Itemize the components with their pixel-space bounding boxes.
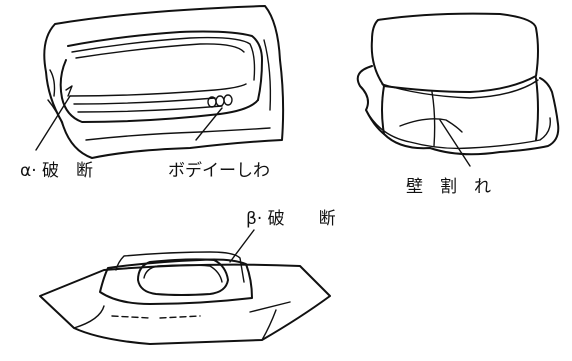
wall-crack-leader: [439, 119, 471, 167]
shallow-cup-sketch: [39, 251, 331, 345]
square-cup-sketch: [356, 12, 560, 156]
alpha-fracture-leader: [35, 95, 71, 151]
deep-drawn-cup-sketch: [43, 5, 285, 159]
alpha-fracture-label: α· 破 断: [20, 161, 93, 181]
wall-crack-label: 壁 割 れ: [406, 177, 491, 197]
beta-fracture-leader: [229, 229, 255, 263]
body-wrinkle-leader: [195, 107, 223, 141]
beta-fracture-label: β· 破 断: [246, 209, 336, 229]
body-wrinkle-label: ボデイーしわ: [168, 160, 270, 181]
